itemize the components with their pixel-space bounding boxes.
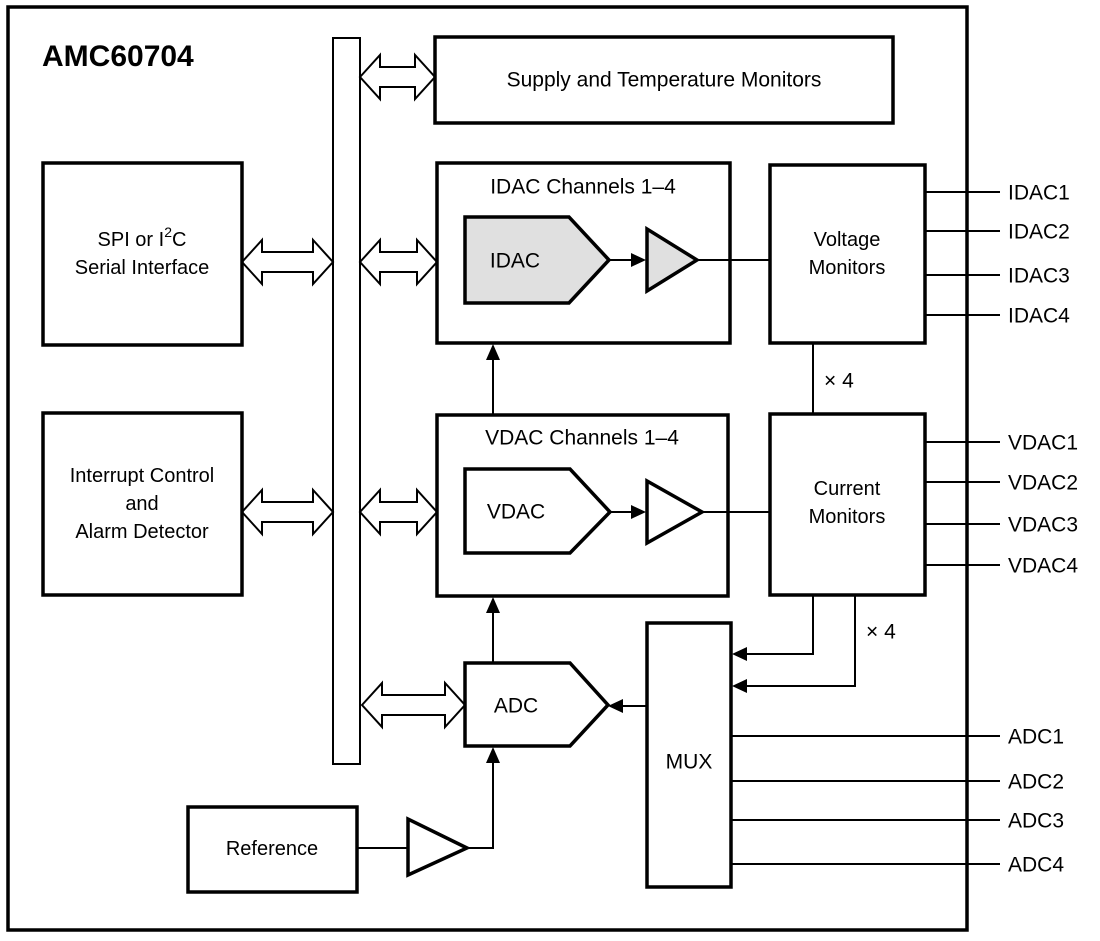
pin-label-vdac4: VDAC4 bbox=[1008, 555, 1078, 578]
chip-title: AMC60704 bbox=[42, 40, 194, 73]
interrupt-alarm-label-line3: Alarm Detector bbox=[75, 521, 209, 543]
idac-channels-title: IDAC Channels 1–4 bbox=[490, 176, 676, 199]
interrupt-alarm-box bbox=[41, 411, 244, 597]
voltage-monitors-label-line1: Voltage bbox=[814, 229, 881, 251]
reference-amplifier-triangle-icon bbox=[406, 816, 472, 878]
interrupt-alarm-label-line1: Interrupt Control bbox=[70, 465, 215, 487]
vdac-amplifier-triangle-icon bbox=[645, 478, 706, 546]
spi-serial-interface-label-line1: SPI or I2C bbox=[98, 224, 187, 251]
voltage-monitors-box bbox=[768, 163, 927, 345]
pin-label-vdac2: VDAC2 bbox=[1008, 472, 1078, 495]
arrowhead-reference-adc-icon bbox=[486, 747, 500, 763]
bidirectional-arrow-icon-interrupt-bus bbox=[240, 487, 335, 537]
vdac-dac-pentagon-icon bbox=[463, 467, 613, 555]
arrowhead-vdac-amp-icon bbox=[631, 505, 646, 519]
reference-label: Reference bbox=[226, 838, 318, 860]
supply-temperature-monitors-box bbox=[433, 35, 895, 125]
pin-label-adc2: ADC2 bbox=[1008, 771, 1064, 794]
spi-label-superscript: 2 bbox=[164, 224, 172, 240]
spi-label-main: SPI or I bbox=[98, 229, 165, 251]
supply-temperature-monitors-label: Supply and Temperature Monitors bbox=[507, 69, 822, 92]
pin-label-vdac1: VDAC1 bbox=[1008, 432, 1078, 455]
idac-amplifier-triangle-icon bbox=[645, 225, 701, 295]
arrowhead-current-mux-icon bbox=[732, 679, 747, 693]
idac-dac-label: IDAC bbox=[490, 250, 540, 273]
voltage-monitors-label-line2: Monitors bbox=[809, 257, 886, 279]
interrupt-alarm-label-line2: and bbox=[125, 493, 158, 515]
pin-label-adc4: ADC4 bbox=[1008, 854, 1064, 877]
arrowhead-idac-amp-icon bbox=[631, 253, 646, 267]
mux-box bbox=[645, 621, 733, 889]
wire-voltage-monitors-to-mux bbox=[736, 595, 814, 655]
pin-label-idac4: IDAC4 bbox=[1008, 305, 1070, 328]
spi-label-c: C bbox=[172, 229, 186, 251]
pin-label-adc1: ADC1 bbox=[1008, 726, 1064, 749]
x4-annotation-voltage: × 4 bbox=[824, 370, 854, 393]
adc-label: ADC bbox=[494, 695, 538, 718]
mux-label: MUX bbox=[666, 751, 713, 774]
reference-box bbox=[186, 805, 359, 894]
bidirectional-arrow-icon-spi-bus bbox=[240, 237, 335, 287]
current-monitors-box bbox=[768, 412, 927, 597]
spi-serial-interface-box bbox=[41, 161, 244, 347]
wire-reference-amp-to-adc bbox=[467, 756, 494, 849]
vdac-channels-title: VDAC Channels 1–4 bbox=[485, 427, 679, 450]
internal-bus-bar bbox=[332, 37, 361, 765]
pin-label-idac1: IDAC1 bbox=[1008, 182, 1070, 205]
x4-annotation-current: × 4 bbox=[866, 621, 896, 644]
arrowhead-to-vdac-box-icon bbox=[486, 597, 500, 613]
pin-label-adc3: ADC3 bbox=[1008, 810, 1064, 833]
arrowhead-voltage-mux-icon bbox=[732, 647, 747, 661]
pin-label-idac2: IDAC2 bbox=[1008, 221, 1070, 244]
pin-label-idac3: IDAC3 bbox=[1008, 265, 1070, 288]
arrowhead-to-idac-box-icon bbox=[486, 344, 500, 360]
current-monitors-label-line2: Monitors bbox=[809, 506, 886, 528]
arrowhead-mux-adc-icon bbox=[608, 699, 623, 713]
current-monitors-label-line1: Current bbox=[814, 478, 881, 500]
spi-serial-interface-label-line2: Serial Interface bbox=[75, 257, 210, 279]
pin-label-vdac3: VDAC3 bbox=[1008, 514, 1078, 537]
adc-pentagon-icon bbox=[463, 661, 611, 748]
idac-dac-pentagon-icon bbox=[463, 215, 612, 305]
wire-current-monitors-to-mux bbox=[736, 595, 856, 687]
vdac-dac-label: VDAC bbox=[487, 501, 545, 524]
